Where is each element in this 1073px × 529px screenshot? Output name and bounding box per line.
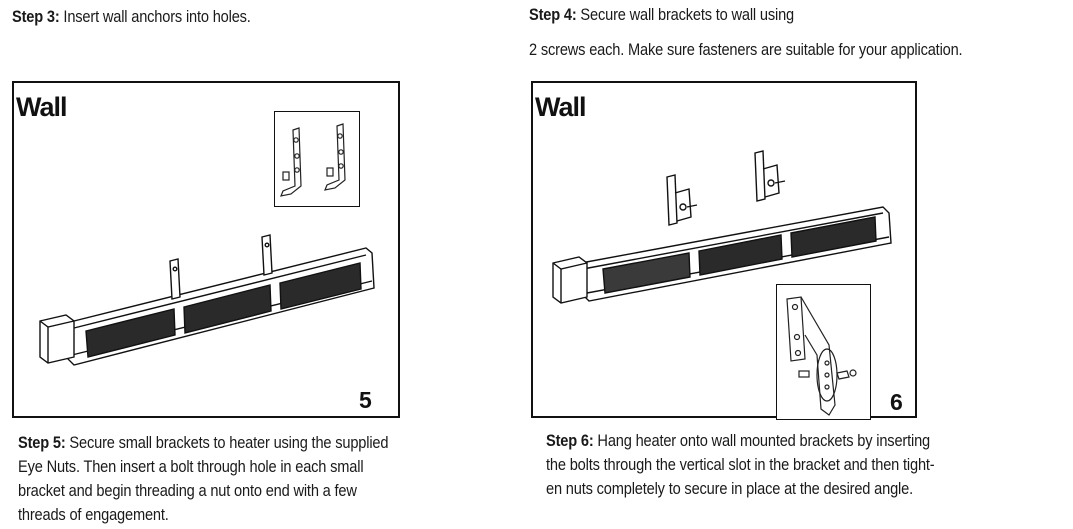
- figure-6-wall-label: Wall: [535, 92, 587, 122]
- heater-with-brackets-illustration: [39, 234, 375, 366]
- figure-6-number: 6: [890, 389, 903, 415]
- bracket-detail-illustration: [786, 296, 857, 416]
- step5-instruction-line2: Eye Nuts. Then insert a bolt through hol…: [18, 457, 364, 476]
- heater-mounted-illustration: [552, 150, 892, 304]
- step4-label: Step 4:: [529, 5, 577, 24]
- small-bracket-illustration: [280, 123, 346, 197]
- step5-label: Step 5:: [18, 433, 66, 452]
- step5-instruction-line1: Step 5: Secure small brackets to heater …: [18, 431, 389, 455]
- figure-6-detail-inset: [776, 284, 871, 420]
- figure-5-panel: Wall: [12, 81, 400, 418]
- step4-instruction: Step 4: Secure wall brackets to wall usi…: [529, 3, 794, 27]
- step3-text: Insert wall anchors into holes.: [59, 7, 251, 26]
- figure-5-number: 5: [359, 387, 372, 413]
- step5-instruction-line3: bracket and begin threading a nut onto e…: [18, 481, 357, 500]
- step5-text-line1: Secure small brackets to heater using th…: [65, 433, 389, 452]
- step4-text: Secure wall brackets to wall using: [576, 5, 794, 24]
- step6-instruction-line1: Step 6: Hang heater onto wall mounted br…: [546, 429, 930, 453]
- step6-instruction-line2: the bolts through the vertical slot in t…: [546, 455, 935, 474]
- step6-label: Step 6:: [546, 431, 594, 450]
- step6-instruction-line3: en nuts completely to secure in place at…: [546, 479, 913, 498]
- step3-instruction: Step 3: Insert wall anchors into holes.: [12, 5, 251, 29]
- step5-instruction-line4: threads of engagement.: [18, 505, 169, 524]
- figure-6-panel: Wall: [531, 81, 917, 420]
- figure-5-wall-label: Wall: [16, 92, 68, 122]
- step6-text-line1: Hang heater onto wall mounted brackets b…: [593, 431, 930, 450]
- step3-label: Step 3:: [12, 7, 60, 26]
- step4-instruction-line2: 2 screws each. Make sure fasteners are s…: [529, 40, 963, 59]
- figure-5-bracket-inset: [274, 111, 360, 207]
